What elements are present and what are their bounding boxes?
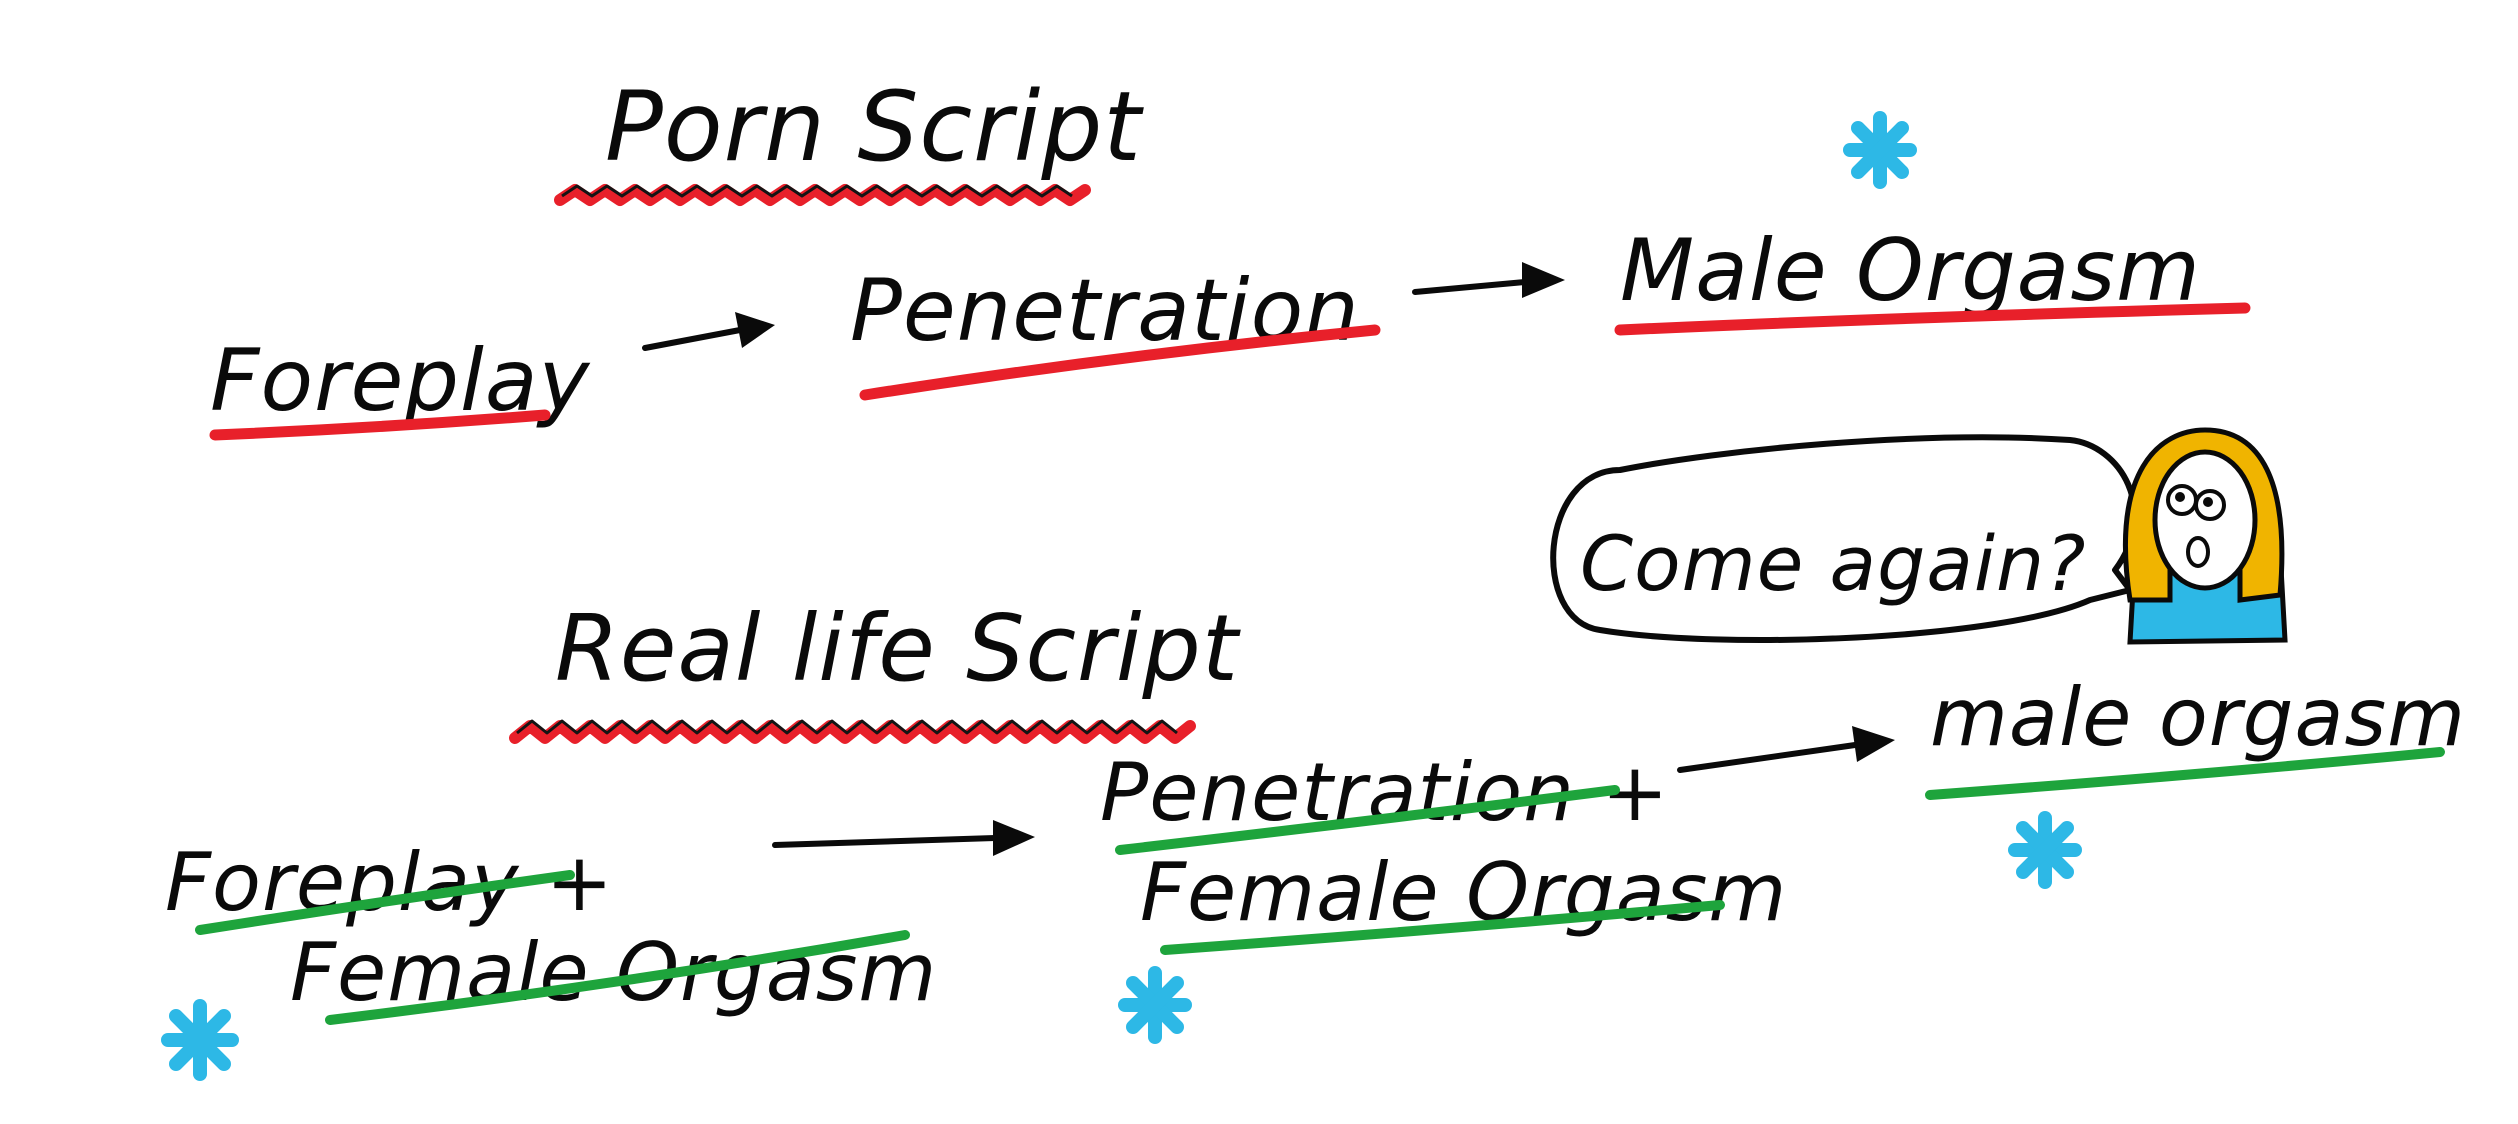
porn-script-section: Porn Script Foreplay Penetration Male Or… (209, 71, 2251, 441)
character-pupil-left (2175, 492, 2185, 502)
real-arrow-2 (1677, 726, 1895, 773)
real-life-script-title-underline-ink (516, 719, 1178, 735)
porn-step-foreplay-underline (209, 409, 551, 441)
porn-arrow-2 (1412, 262, 1565, 298)
real-step1-line2: Female Orgasm (290, 926, 937, 1019)
real-step3-underline (1925, 747, 2445, 800)
star-decoration (1118, 966, 1192, 1044)
character (2123, 427, 2288, 645)
porn-step-male-orgasm: Male Orgasm (1620, 221, 2201, 321)
speech-bubble-text: Come again? (1580, 519, 2087, 608)
real-life-script-section: Real life Script Foreplay + Female Orgas… (165, 595, 2466, 1025)
porn-step-penetration: Penetration (850, 261, 1360, 361)
porn-script-title-underline (554, 184, 1091, 206)
real-step1-line2-underline (325, 930, 910, 1025)
porn-script-title: Porn Script (605, 71, 1144, 183)
porn-script-title-underline-ink (561, 184, 1073, 198)
star-decoration (2008, 811, 2082, 889)
star-decoration (161, 999, 239, 1081)
character-mouth (2186, 536, 2210, 568)
real-step3: male orgasm (1930, 671, 2466, 764)
real-step2-line1-underline (1115, 785, 1620, 855)
porn-step-penetration-underline (859, 324, 1381, 401)
porn-arrow-1 (642, 312, 775, 351)
real-step1-line1-underline (195, 870, 575, 935)
real-arrow-1 (772, 820, 1035, 856)
speech-bubble: Come again? (1550, 434, 2138, 643)
character-pupil-right (2203, 497, 2213, 507)
real-life-script-title: Real life Script (555, 595, 1241, 702)
real-life-script-title-underline (509, 720, 1196, 744)
speech-bubble-outline (1550, 434, 2138, 643)
real-step2-line2-underline (1160, 900, 1725, 955)
porn-step-male-orgasm-underline (1614, 302, 2251, 336)
star-decoration (1843, 111, 1917, 189)
